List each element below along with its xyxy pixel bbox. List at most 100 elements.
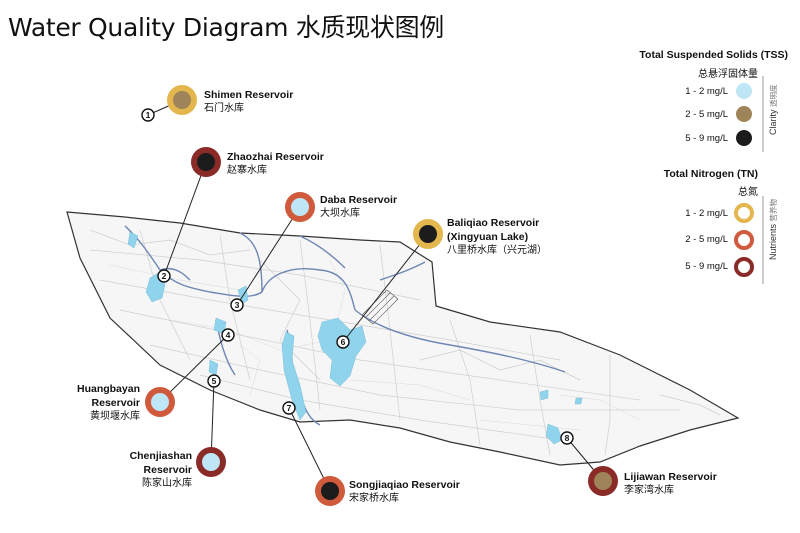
reservoir-marker-8[interactable]: 8 [560,431,574,445]
legend-tss-swatch-3 [736,130,752,146]
marker-number: 1 [146,110,151,120]
rivers [124,225,566,426]
leader-line-6 [342,233,429,343]
marker-number: 6 [341,337,346,347]
legend-tn-title: Total Nitrogen (TN) [663,168,758,180]
quality-dot-6[interactable] [413,219,443,249]
marker-number: 2 [162,271,167,281]
quality-dot-3[interactable] [285,192,315,222]
marker-circle [282,401,296,415]
legend-tn-row-2: 2 - 5 mg/L [685,234,728,245]
legend-clarity-en: Clarity [768,109,778,135]
label-songjiaqiao-en: Songjiaqiao Reservoir [349,479,460,491]
tss-core [173,91,191,109]
water-lijiawan [545,423,563,445]
quality-dot-4[interactable] [145,387,175,417]
leader-line-2 [163,161,207,277]
legend-clarity-zh: 透明度 [769,84,778,107]
tss-core [197,153,215,171]
tss-core [291,198,309,216]
water-east-pond [539,389,549,401]
label-lijiawan-en: Lijiawan Reservoir [624,471,717,483]
tss-core [594,472,612,490]
reservoir-marker-1[interactable]: 1 [141,108,155,122]
label-baliqiao-zh: 八里桥水库（兴元湖） [447,245,547,256]
label-shimen: Shimen Reservoir 石门水库 [204,88,293,116]
marker-circle [336,335,350,349]
legend-tss-swatch-2 [736,106,752,122]
legend-clarity-label: Clarity 透明度 [768,84,779,135]
page-title: Water Quality Diagram 水质现状图例 [8,13,445,42]
legend-tn-swatch-3 [734,257,754,277]
label-zhaozhai: Zhaozhai Reservoir 赵寨水库 [227,150,324,178]
label-shimen-en: Shimen Reservoir [204,89,294,101]
label-chenjiashan-en: Chenjiashan Reservoir [129,450,192,476]
legend-tss-subtitle: 总悬浮固体量 [698,69,758,80]
quality-dot-7[interactable] [315,476,345,506]
label-songjiaqiao: Songjiaqiao Reservoir 宋家桥水库 [349,478,460,506]
reservoir-marker-3[interactable]: 3 [230,298,244,312]
marker-number: 3 [235,300,240,310]
leader-line-7 [288,407,331,492]
district-boundary [66,211,740,466]
leader-line-3 [236,206,301,306]
marker-circle [207,374,221,388]
label-huangbayan-en: Huangbayan Reservoir [76,383,140,409]
legend-nutrients-en: Nutrients [768,223,778,260]
label-daba-zh: 大坝水库 [320,208,360,219]
road-network-fine [109,259,641,431]
water-songjiaqiao [281,331,307,421]
label-huangbayan-zh: 黄坝堰水库 [90,411,140,422]
tss-core [151,393,169,411]
quality-dot-2[interactable] [191,147,221,177]
marker-circle [221,328,235,342]
label-shimen-zh: 石门水库 [204,103,244,114]
quality-dot-1[interactable] [167,85,197,115]
marker-number: 8 [565,433,570,443]
label-lijiawan-zh: 李家湾水库 [624,485,674,496]
leader-line-4 [159,334,229,403]
reservoir-marker-2[interactable]: 2 [157,269,171,283]
legend-nutrients-zh: 营养物 [769,198,778,222]
legend-swatches [734,83,754,277]
marker-circle [230,298,244,312]
label-daba-en: Daba Reservoir [320,194,398,206]
label-songjiaqiao-zh: 宋家桥水库 [349,493,399,504]
reservoir-marker-7[interactable]: 7 [282,401,296,415]
legend-tss-row-2: 2 - 5 mg/L [685,109,728,120]
label-huangbayan: Huangbayan Reservoir 黄坝堰水库 [42,382,140,424]
reservoir-marker-4[interactable]: 4 [221,328,235,342]
legend-tss-row-1: 1 - 2 mg/L [685,86,728,97]
water-baliqiao [317,317,367,387]
legend-tss-row-3: 5 - 9 mg/L [685,133,728,144]
marker-circle [560,431,574,445]
water-upper-stream [127,231,139,249]
legend-tn-swatch-2 [734,230,754,250]
quality-dot-8[interactable] [588,466,618,496]
water-east-pond-2 [574,397,583,405]
label-daba: Daba Reservoir 大坝水库 [320,193,397,221]
reservoir-marker-6[interactable]: 6 [336,335,350,349]
label-lijiawan: Lijiawan Reservoir 李家湾水库 [624,470,717,498]
quality-dot-5[interactable] [196,447,226,477]
tss-core [321,482,339,500]
legend-tn-row-3: 5 - 9 mg/L [685,261,728,272]
legend-tn-subtitle: 总氮 [738,187,758,198]
label-chenjiashan-zh: 陈家山水库 [142,478,192,489]
legend-tss-title: Total Suspended Solids (TSS) [639,49,788,61]
tss-core [202,453,220,471]
reservoir-quality-dots [145,85,618,506]
legend-tss-swatch-1 [736,83,752,99]
marker-circle [141,108,155,122]
legend-tn-swatch-1 [734,203,754,223]
label-baliqiao: Baliqiao Reservoir (Xingyuan Lake) 八里桥水库… [447,216,557,258]
legend-nutrients-label: Nutrients 营养物 [768,199,779,260]
reservoir-marker-5[interactable]: 5 [207,374,221,388]
marker-number: 5 [212,376,217,386]
marker-number: 7 [287,403,292,413]
label-zhaozhai-en: Zhaozhai Reservoir [227,151,324,163]
marker-number: 4 [226,330,231,340]
tss-core [419,225,437,243]
